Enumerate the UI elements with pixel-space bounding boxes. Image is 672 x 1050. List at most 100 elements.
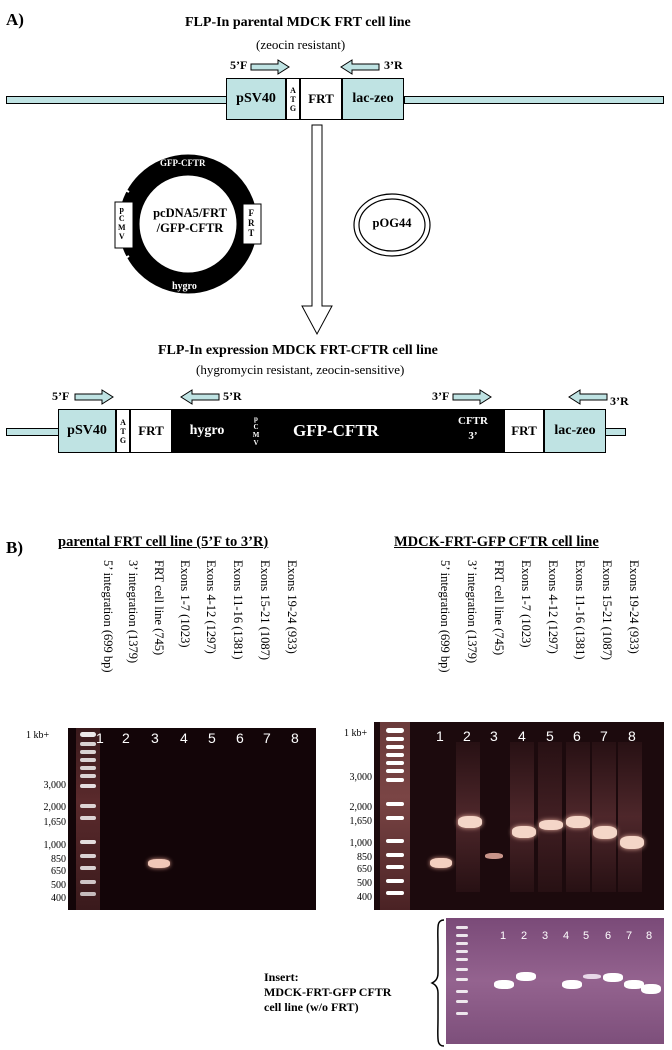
left-marker-label: 850 — [51, 854, 66, 865]
ladder-band — [80, 816, 96, 820]
lane-number: 7 — [263, 730, 271, 746]
ladder-band — [80, 880, 96, 884]
ladder-band — [386, 816, 404, 820]
construct1-primer-5f-label: 5’F — [230, 58, 248, 72]
construct2-hygro: hygro — [172, 409, 242, 453]
lane-number: 4 — [180, 730, 188, 746]
construct2-primer-5f-label: 5’F — [52, 389, 70, 403]
pcmv-letter: C — [118, 214, 125, 223]
left-marker-top: 1 kb+ — [26, 730, 50, 741]
right-gel-title: MDCK-FRT-GFP CFTR cell line — [394, 534, 599, 550]
gel-band — [494, 980, 514, 989]
ladder-band — [386, 879, 404, 883]
lane-number: 5 — [546, 728, 554, 744]
gel-band — [603, 973, 623, 982]
construct2-track-right — [604, 428, 626, 436]
lane-number: 8 — [646, 930, 653, 942]
construct2-track-left — [6, 428, 60, 436]
pcmv-letter: V — [253, 439, 259, 447]
right-gel-image — [374, 722, 664, 910]
plasmid1-bottom-label: hygro — [172, 281, 197, 292]
lane-label: Exons 1-7 (1023) — [519, 560, 533, 648]
plasmid-pcdna5-diagram — [114, 154, 262, 294]
gel-band — [430, 858, 452, 868]
ladder-band — [386, 745, 404, 749]
atg-letter: A — [290, 85, 296, 95]
lane-number: 8 — [628, 728, 636, 744]
frt-letter: T — [248, 228, 255, 238]
pcmv-letter: p — [119, 205, 124, 214]
primer-right-arrow-icon — [250, 59, 290, 75]
left-marker-label: 1,650 — [43, 817, 67, 828]
atg-letter: G — [289, 103, 297, 113]
construct2-cftr3: CFTR 3’ — [448, 414, 498, 444]
pcmv-letter: C — [253, 423, 259, 431]
insert-label-line1: Insert: — [264, 970, 299, 984]
construct2-frt1: FRT — [130, 409, 172, 453]
lane-label: Exons 1-7 (1023) — [178, 560, 192, 648]
ladder-band — [386, 728, 404, 733]
construct1-psv40: pSV40 — [226, 78, 286, 120]
frt-letter: R — [248, 218, 255, 228]
expression-title: FLP-In expression MDCK FRT-CFTR cell lin… — [158, 343, 438, 358]
ladder-band — [386, 769, 404, 773]
atg-letter: T — [290, 94, 296, 104]
lane-label: Exons 19-24 (933) — [627, 560, 641, 654]
ladder-band — [386, 839, 404, 843]
construct2-pcmv: p C M V — [242, 409, 270, 453]
ladder-band — [80, 766, 96, 770]
ladder-band — [456, 990, 468, 993]
panel-b-label: B) — [6, 538, 23, 557]
left-marker-label: 1,000 — [43, 840, 67, 851]
plasmid2-name: pOG44 — [372, 216, 412, 230]
plasmid1-frt-label: F R T — [248, 208, 255, 238]
right-marker-label: 650 — [357, 864, 372, 875]
construct2-primer-3r-label: 3’R — [610, 394, 629, 408]
lane-number: 7 — [600, 728, 608, 744]
right-marker-label: 500 — [357, 878, 372, 889]
frt-letter: F — [248, 208, 255, 218]
pcmv-letter: M — [118, 223, 126, 232]
ladder-band — [456, 1000, 468, 1003]
lane-number: 4 — [518, 728, 526, 744]
gel-band — [566, 816, 590, 828]
gel-band — [148, 859, 170, 868]
right-marker-top: 1 kb+ — [344, 728, 368, 739]
ladder-band — [386, 761, 404, 765]
atg-letter: G — [119, 435, 127, 445]
lane-number: 1 — [500, 930, 507, 942]
gel-band — [641, 984, 661, 994]
ladder-band — [80, 750, 96, 754]
lane-number: 3 — [490, 728, 498, 744]
right-marker-label: 1,650 — [349, 816, 373, 827]
lane-label: Exons 11-16 (1381) — [231, 560, 245, 660]
plasmid1-name-line2: /GFP-CFTR — [156, 221, 224, 235]
ladder-band — [80, 854, 96, 858]
lane-label: Exons 15-21 (1087) — [600, 560, 614, 660]
lane-label: FRT cell line (745) — [152, 560, 166, 656]
lane-label: Exons 19-24 (933) — [285, 560, 299, 654]
plasmid1-top-label: GFP-CFTR — [160, 158, 206, 168]
construct1-primer-3r-label: 3’R — [384, 58, 403, 72]
construct2-gfp-cftr: GFP-CFTR — [268, 409, 504, 453]
right-marker-label: 2,000 — [349, 802, 373, 813]
plasmid1-name: pcDNA5/FRT /GFP-CFTR — [142, 206, 238, 236]
insert-label-line3: cell line (w/o FRT) — [264, 1000, 359, 1014]
down-arrow-icon — [301, 124, 333, 336]
construct1-frt: FRT — [300, 78, 342, 120]
construct2-primer-5r-label: 5’R — [223, 389, 242, 403]
lane-number: 1 — [436, 728, 444, 744]
panel-a-label: A) — [6, 10, 24, 29]
ladder-band — [80, 892, 96, 896]
lane-number: 3 — [542, 930, 549, 942]
lane-label: Exons 11-16 (1381) — [573, 560, 587, 660]
lane-number: 1 — [96, 730, 104, 746]
gel-band — [593, 826, 617, 839]
cftr3-line1: CFTR — [458, 415, 488, 427]
ladder-band — [456, 934, 468, 937]
atg-letter: T — [120, 426, 126, 436]
insert-label-line2: MDCK-FRT-GFP CFTR — [264, 985, 392, 999]
left-marker-label: 650 — [51, 866, 66, 877]
gel-band — [458, 816, 482, 828]
gel-band — [583, 974, 601, 979]
